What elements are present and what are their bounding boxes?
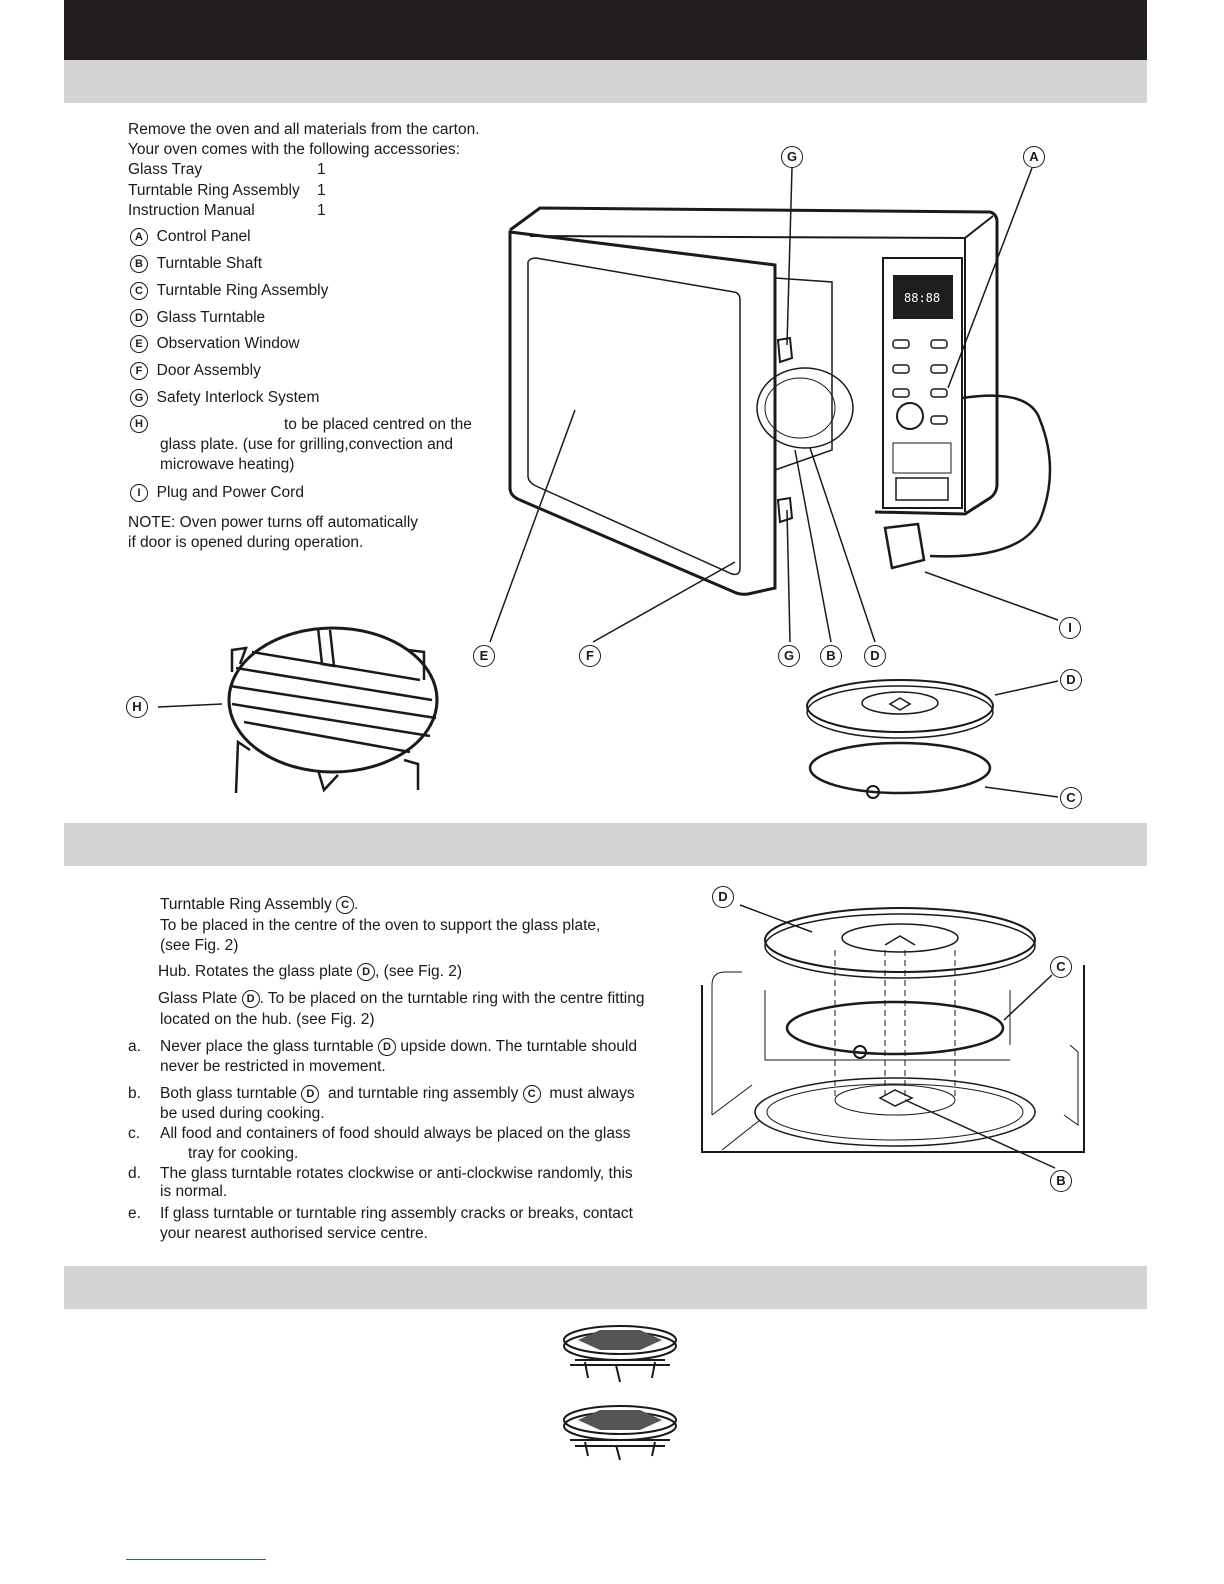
grill-rack-illustration — [157, 626, 439, 794]
rack-upper — [563, 1325, 677, 1383]
section-band-1 — [64, 60, 1147, 103]
letter-badge: F — [130, 362, 148, 380]
section-band-3 — [64, 1266, 1147, 1309]
letter-badge: C — [522, 1085, 541, 1103]
part-item-h-line1: to be placed centred on the — [284, 416, 472, 433]
label-g-top: G — [781, 146, 803, 168]
part-item-h-line2: glass plate. (use for grilling,convectio… — [160, 436, 453, 453]
intro-line-1: Remove the oven and all materials from t… — [128, 121, 480, 138]
letter-badge: D — [357, 963, 376, 981]
note-a-line2: never be restricted in movement. — [160, 1058, 386, 1075]
letter-badge: D — [130, 309, 148, 327]
letter-badge: C — [130, 282, 148, 300]
letter-badge: D — [378, 1038, 396, 1056]
note-marker: d. — [128, 1165, 141, 1182]
part-item-g: G Safety Interlock System — [130, 388, 319, 408]
turntable-illustration — [806, 679, 1059, 799]
fig2-label-b: B — [1050, 1170, 1072, 1192]
note-line-1: NOTE: Oven power turns off automatically — [128, 514, 419, 531]
part-item-e: E Observation Window — [130, 334, 300, 354]
microwave-illustration: 88:88 — [489, 167, 1059, 643]
note-line-2: if door is opened during operation. — [128, 534, 364, 551]
fig2-label-d: D — [712, 886, 734, 908]
part-item-c: C Turntable Ring Assembly — [130, 281, 328, 301]
accessory-qty: 1 — [317, 161, 326, 178]
note-a-line1: Never place the glass turntable D upside… — [160, 1038, 637, 1056]
plug — [883, 522, 926, 570]
part-item-i: I Plug and Power Cord — [130, 483, 304, 503]
dial-knob — [896, 402, 924, 430]
display-digits: 88:88 — [904, 291, 940, 305]
accessory-name: Instruction Manual — [128, 202, 255, 219]
letter-badge: D — [301, 1085, 320, 1103]
letter-badge: B — [130, 255, 148, 273]
note-d-line1: The glass turntable rotates clockwise or… — [160, 1165, 633, 1182]
accessory-name: Glass Tray — [128, 161, 203, 178]
part-item-h: H — [130, 414, 148, 434]
note-marker: b. — [128, 1085, 141, 1102]
letter-badge: H — [130, 415, 148, 433]
note-e-line2: your nearest authorised service centre. — [160, 1225, 428, 1242]
note-c-line1: All food and containers of food should a… — [160, 1125, 631, 1142]
accessory-name: Turntable Ring Assembly — [128, 182, 300, 199]
section-band-2 — [64, 823, 1147, 866]
letter-badge: D — [241, 990, 260, 1008]
note-e-line1: If glass turntable or turntable ring ass… — [160, 1205, 633, 1222]
label-h: H — [126, 696, 148, 718]
note-marker: e. — [128, 1205, 141, 1222]
part-item-b: B Turntable Shaft — [130, 254, 262, 274]
turntable-item1-line3: (see Fig. 2) — [160, 937, 239, 954]
turntable-item2: Hub. Rotates the glass plate D, (see Fig… — [158, 963, 463, 981]
note-d-line2: is normal. — [160, 1183, 228, 1200]
turntable-item1-line2: To be placed in the centre of the oven t… — [160, 917, 601, 934]
letter-badge: I — [130, 484, 148, 502]
fig2-label-c: C — [1050, 956, 1072, 978]
note-b-line1: Both glass turntable D and turntable rin… — [160, 1085, 635, 1103]
footer-rule — [126, 1559, 266, 1560]
intro-line-2: Your oven comes with the following acces… — [128, 141, 460, 158]
note-marker: a. — [128, 1038, 141, 1055]
label-i: I — [1059, 617, 1081, 639]
display-screen — [893, 275, 953, 319]
label-d: D — [864, 645, 886, 667]
fig2-illustration — [701, 904, 1085, 1169]
letter-badge: A — [130, 228, 148, 246]
turntable-item3: Glass Plate D. To be placed on the turnt… — [158, 990, 645, 1008]
label-a: A — [1023, 146, 1045, 168]
turntable-item3-line2: located on the hub. (see Fig. 2) — [160, 1011, 375, 1028]
label-c-side: C — [1060, 787, 1082, 809]
accessory-qty: 1 — [317, 182, 326, 199]
accessory-qty: 1 — [317, 202, 326, 219]
header-bar — [64, 0, 1147, 60]
letter-badge: E — [130, 335, 148, 353]
part-item-h-line3: microwave heating) — [160, 456, 295, 473]
label-f: F — [579, 645, 601, 667]
note-c-line2: tray for cooking. — [188, 1145, 299, 1162]
letter-badge: G — [130, 389, 148, 407]
label-e: E — [473, 645, 495, 667]
label-d-side: D — [1060, 669, 1082, 691]
part-item-d: D Glass Turntable — [130, 308, 265, 328]
part-item-f: F Door Assembly — [130, 361, 261, 381]
letter-badge: C — [336, 896, 355, 914]
label-b: B — [820, 645, 842, 667]
note-marker: c. — [128, 1125, 141, 1142]
turntable-item1-line1: Turntable Ring Assembly C. — [160, 896, 359, 914]
label-g-bottom: G — [778, 645, 800, 667]
note-b-line2: be used during cooking. — [160, 1105, 325, 1122]
rack-lower — [563, 1405, 677, 1461]
part-item-a: A Control Panel — [130, 227, 251, 247]
